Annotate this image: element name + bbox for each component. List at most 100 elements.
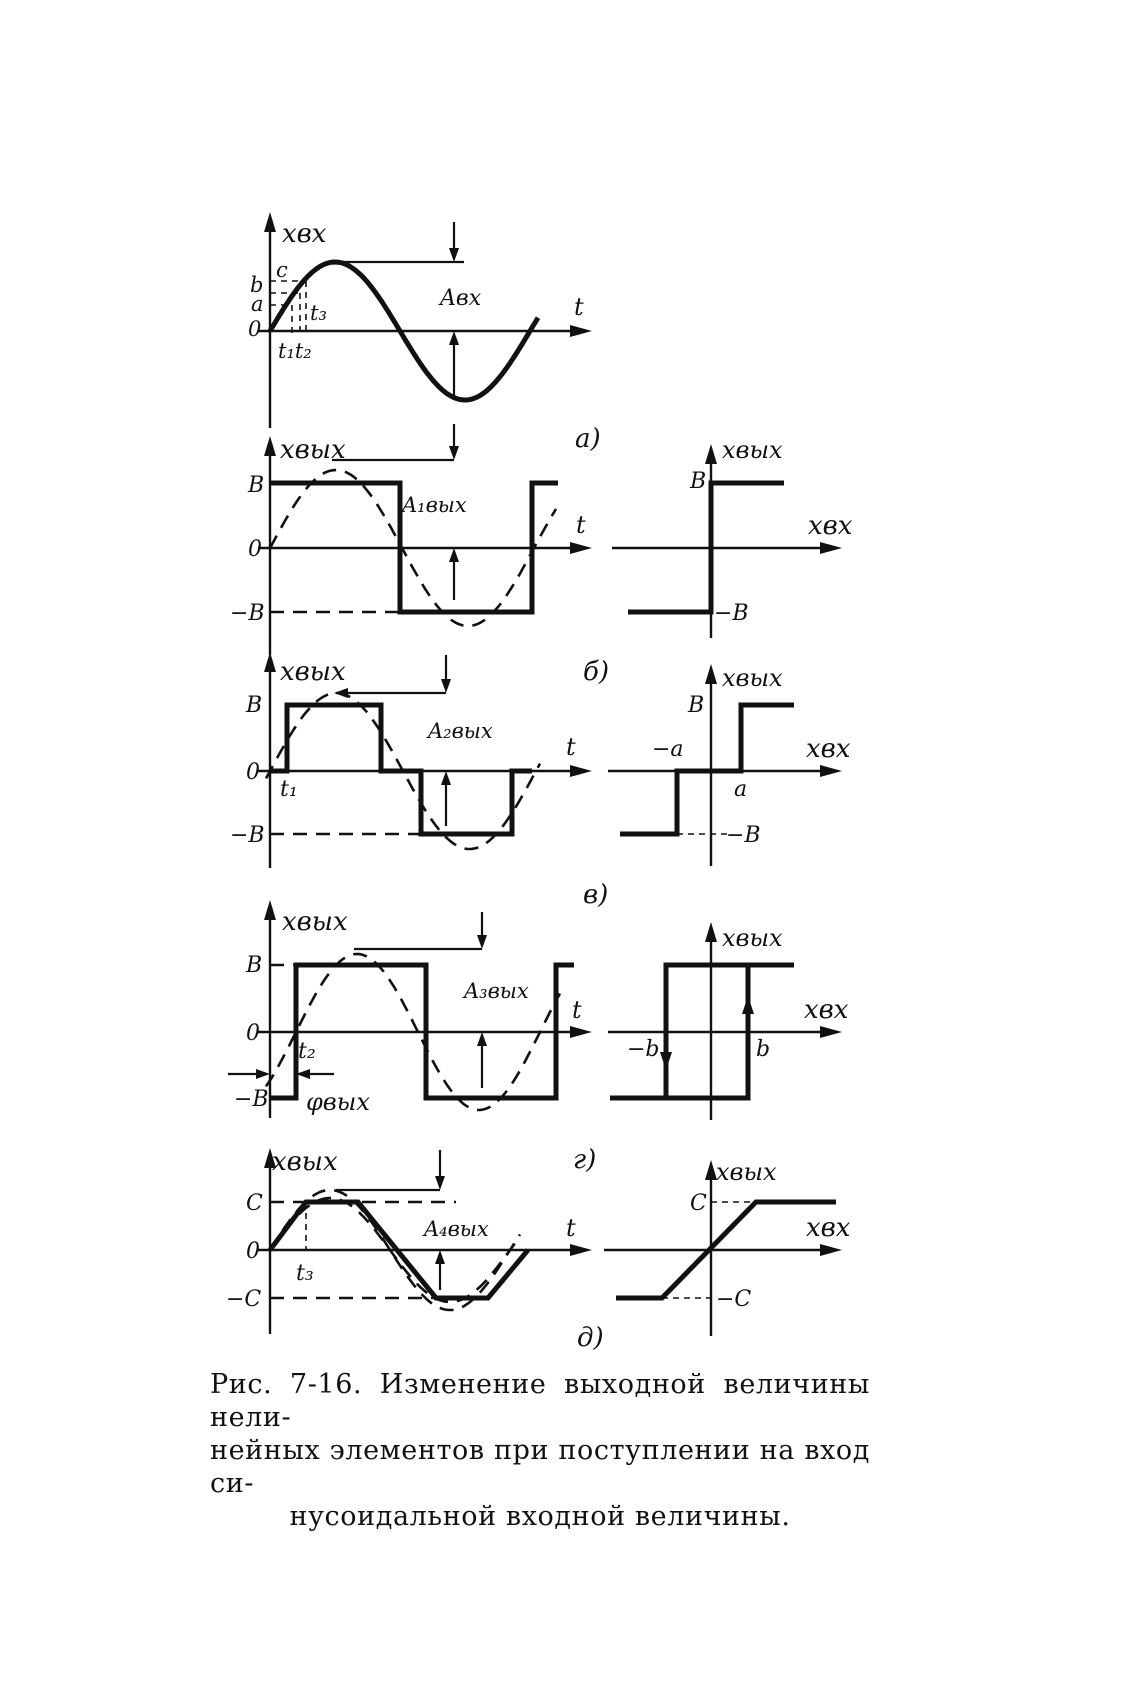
panel-b-char-curve [628, 480, 784, 615]
panel-a-level-c-label: c [276, 258, 288, 282]
panel-b-amp-arrow-down-icon [449, 446, 459, 460]
panel-a-amp-arrow-up-icon [449, 331, 459, 345]
panel-d-x-arrow-icon [570, 1244, 592, 1256]
panel-v-char-y-arrow-icon [705, 664, 717, 684]
panel-d-input-sine-small [268, 1196, 522, 1304]
panel-d-t3-label: t₃ [296, 1261, 314, 1286]
panel-g-amplitude-label: A₃вых [462, 979, 529, 1003]
panel-v-char-x-arrow-icon [820, 765, 842, 777]
panel-v-char-curve [620, 702, 794, 837]
panel-a-t12-label: t₁t₂ [278, 339, 312, 363]
panel-a-amp-arrow-down-icon [449, 248, 459, 262]
panel-b-char-B-label: B [689, 469, 706, 494]
panel-a-level-a-label: a [251, 292, 264, 316]
panel-g-amp-arrow-down-icon [477, 935, 487, 949]
panel-g-phase-arrow-right-icon [256, 1069, 270, 1079]
panel-v-amplitude-label: A₂вых [426, 719, 493, 743]
panel-v-y-label: xвых [280, 657, 346, 687]
panel-v-amp-arrow-down-icon [441, 679, 451, 693]
panel-a-t3-label: t₃ [310, 301, 327, 325]
panel-b: xвых t A₁вых B 0 −B б) xвых xвх B −B [230, 424, 853, 687]
caption-line-2: нейных элементов при поступлении на вход… [210, 1435, 870, 1499]
panel-d-char-y-label: xвых [716, 1158, 777, 1186]
panel-d-saturation-output [268, 1199, 530, 1301]
panel-v: xвых t A₂вых B 0 −B t₁ в) xвых xвх B −a … [230, 652, 851, 910]
panel-v-x-label: t [566, 733, 576, 761]
panel-b-char-y-label: xвых [722, 436, 783, 464]
panel-b-y-arrow-icon [264, 436, 276, 456]
panel-b-level-B-label: B [247, 473, 264, 498]
panel-g-input-sine [264, 952, 562, 1112]
panel-d-label: д) [577, 1323, 604, 1353]
panel-b-input-sine [268, 468, 558, 628]
panel-d-char-x-label: xвх [806, 1213, 851, 1243]
caption-line-3: нусоидальной входной величины. [289, 1501, 791, 1532]
panel-g-char-y-label: xвых [722, 924, 783, 952]
panel-b-char-negB-label: −B [714, 601, 749, 626]
panel-d-char-x-arrow-icon [820, 1244, 842, 1256]
panel-a-level-b-label: b [250, 273, 263, 297]
panel-v-level-0-label: 0 [246, 760, 260, 785]
panel-d-amp-arrow-down-icon [435, 1176, 445, 1190]
panel-a-x-arrow-icon [570, 325, 592, 337]
panel-a: xвх t Aвх c b a 0 t₁t₂ t₃ а) [248, 212, 601, 454]
panel-v-char-a-label: a [734, 777, 747, 802]
panel-g: xвых t A₃вых B 0 −B t₂ φвых г) xвых xвх … [228, 900, 849, 1175]
panel-g-y-label: xвых [282, 907, 348, 937]
panel-v-amp-left-arrow-icon [334, 688, 348, 698]
panel-g-x-arrow-icon [570, 1026, 592, 1038]
panel-b-char-x-arrow-icon [820, 542, 842, 554]
panel-b-amplitude-label: A₁вых [400, 493, 467, 517]
panel-d-y-arrow-icon [264, 1148, 276, 1168]
panel-g-phase-arrow-left-icon [296, 1069, 310, 1079]
panel-g-char-x-label: xвх [804, 995, 849, 1025]
figure-caption: Рис. 7-16. Изменение выходной величины н… [210, 1368, 870, 1533]
panel-d-level-0-label: 0 [246, 1239, 260, 1264]
panel-g-label: г) [573, 1145, 596, 1175]
panel-a-y-arrow-icon [264, 212, 276, 232]
panel-v-input-sine [264, 691, 542, 851]
panel-b-x-arrow-icon [570, 542, 592, 554]
panel-g-t2-label: t₂ [298, 1039, 316, 1064]
panel-d-char-negC-label: −C [716, 1287, 751, 1312]
panel-b-char-y-arrow-icon [705, 444, 717, 464]
panel-v-amp-arrow-up-icon [441, 771, 451, 785]
panel-v-level-B-label: B [245, 693, 262, 718]
panel-g-amp-arrow-up-icon [477, 1032, 487, 1046]
panel-g-char-down-arrow-icon [660, 1052, 672, 1070]
panel-g-char-x-arrow-icon [820, 1026, 842, 1038]
panel-v-y-arrow-icon [264, 652, 276, 672]
panel-g-level-B-label: B [245, 953, 262, 978]
caption-line-1: Рис. 7-16. Изменение выходной величины н… [210, 1369, 870, 1433]
panel-v-level-negB-label: −B [230, 823, 265, 848]
panel-g-char-y-arrow-icon [705, 922, 717, 942]
panel-d-char-C-label: C [690, 1191, 707, 1216]
panel-v-char-negB-label: −B [726, 823, 761, 848]
panel-g-hysteresis-output [270, 962, 574, 1101]
panel-v-char-B-label: B [687, 693, 704, 718]
panel-b-relay-output [270, 480, 558, 615]
panel-a-amplitude-label: Aвх [438, 286, 482, 311]
panel-b-char-x-label: xвх [808, 511, 853, 541]
panel-d-x-label: t [566, 1214, 576, 1242]
panel-b-x-label: t [576, 511, 586, 539]
panel-d-level-negC-label: −C [226, 1287, 261, 1312]
panel-g-char-negb-label: −b [627, 1037, 660, 1062]
panel-d: xвых t A₄вых C 0 −C t₃ д) xвых xвх C −C [226, 1147, 851, 1353]
panel-v-label: в) [583, 880, 608, 910]
panel-g-char-b-label: b [756, 1037, 770, 1062]
panel-g-phase-label: φвых [306, 1088, 370, 1116]
panel-v-deadzone-output [270, 702, 532, 837]
panel-a-x-label: t [574, 293, 584, 321]
panel-v-char-x-label: xвх [806, 734, 851, 764]
panel-a-y-label: xвх [282, 219, 327, 249]
panel-d-char-curve [616, 1199, 836, 1301]
panel-g-level-0-label: 0 [246, 1021, 260, 1046]
panel-b-y-label: xвых [280, 435, 346, 465]
panel-v-char-nega-label: −a [652, 737, 684, 762]
panel-a-level-0-label: 0 [248, 317, 261, 341]
panel-d-level-C-label: C [246, 1191, 263, 1216]
panel-v-x-arrow-icon [570, 765, 592, 777]
panel-b-label: б) [583, 657, 609, 687]
